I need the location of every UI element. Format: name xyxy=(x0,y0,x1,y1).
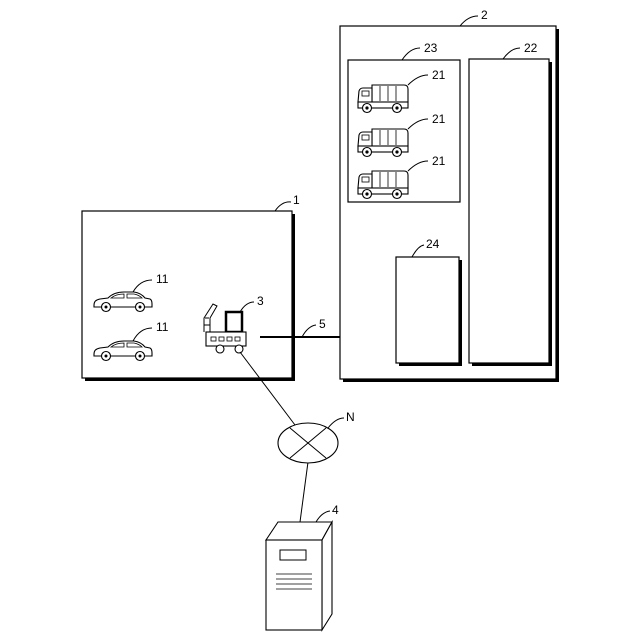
truck-area-label: 23 xyxy=(424,41,438,55)
truck-icon xyxy=(358,129,408,157)
network-server-line xyxy=(300,462,308,522)
truck-label: 21 xyxy=(432,112,446,126)
dock-label: 24 xyxy=(426,237,440,251)
server-leader xyxy=(316,511,330,522)
network-leader xyxy=(328,418,344,428)
network-label: N xyxy=(346,410,355,424)
storage-label: 22 xyxy=(524,41,538,55)
truck-label: 21 xyxy=(432,154,446,168)
dock-box xyxy=(396,257,462,366)
car-label: 11 xyxy=(156,272,169,286)
building-leader xyxy=(460,16,478,26)
network-icon xyxy=(278,423,338,463)
truck-icon xyxy=(358,85,408,113)
facility-leader xyxy=(275,202,291,211)
link-label: 5 xyxy=(319,317,326,331)
server-icon xyxy=(266,522,332,630)
server-label: 4 xyxy=(332,503,339,517)
building-label: 2 xyxy=(481,8,488,22)
truck-icon xyxy=(358,171,408,199)
link-leader xyxy=(302,325,316,337)
truck-label: 21 xyxy=(432,68,446,82)
storage-box xyxy=(469,59,552,366)
facility-label: 1 xyxy=(293,193,300,207)
car-label: 11 xyxy=(156,320,169,334)
robot-label: 3 xyxy=(257,294,264,308)
